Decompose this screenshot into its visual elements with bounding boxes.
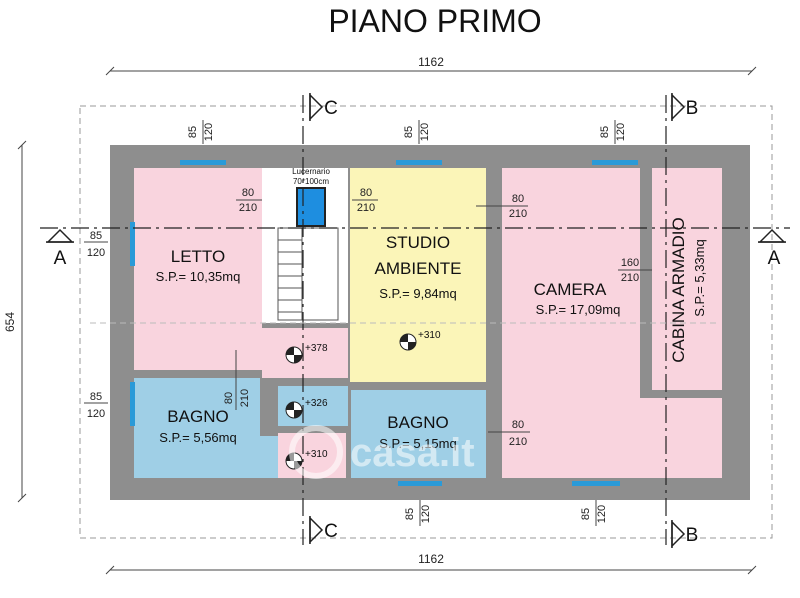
section-label-a-left: A — [54, 248, 67, 269]
level-stair-top-text: +378 — [305, 343, 328, 354]
svg-text:85: 85 — [404, 508, 416, 520]
svg-text:120: 120 — [596, 505, 608, 523]
windows-top — [180, 160, 638, 165]
door-bagno-1: 80 210 — [223, 350, 251, 410]
section-marker-a-right: A — [758, 228, 786, 269]
boundary-outline — [79, 105, 773, 539]
top-dimension-label: 1162 — [418, 55, 444, 69]
room-letto-name: LETTO — [171, 247, 225, 266]
opening-top-1: 85 120 — [187, 120, 215, 144]
plan-title: PIANO PRIMO — [328, 3, 541, 39]
svg-text:210: 210 — [239, 202, 257, 214]
room-studio-name-2: AMBIENTE — [375, 259, 462, 278]
opening-bottom-1: 85 120 — [404, 500, 432, 526]
room-bagno-2-area: S.P.= 5,15mq — [379, 436, 456, 451]
svg-text:80: 80 — [223, 392, 235, 404]
room-letto-area: S.P.= 10,35mq — [156, 269, 241, 284]
svg-text:80: 80 — [242, 187, 254, 199]
watermark: casa.it — [289, 425, 475, 479]
svg-text:80: 80 — [512, 419, 524, 431]
top-dimension-line: 1162 — [105, 55, 757, 76]
skylight-label-2: 70*100cm — [293, 177, 329, 186]
door-bagno-2: 80 210 — [488, 419, 530, 448]
svg-text:85: 85 — [90, 230, 102, 242]
watermark-text: casa.it — [350, 431, 475, 475]
opening-bottom-2: 85 120 — [580, 500, 608, 526]
svg-text:120: 120 — [420, 505, 432, 523]
svg-text:160: 160 — [621, 257, 639, 269]
opening-top-2: 85 120 — [403, 120, 431, 144]
room-camera-name: CAMERA — [534, 280, 607, 299]
room-cabina-name: CABINA ARMADIO — [669, 217, 688, 362]
left-dimension-line: 654 — [3, 140, 27, 503]
section-label-c-top: C — [324, 98, 338, 119]
opening-top-3: 85 120 — [599, 120, 627, 144]
room-bagno-2-name: BAGNO — [387, 413, 448, 432]
section-marker-a-left: A — [46, 228, 74, 269]
section-marker-b-bottom: B — [671, 520, 699, 548]
door-letto: 80 210 — [236, 187, 262, 214]
svg-text:85: 85 — [580, 508, 592, 520]
skylight — [296, 187, 326, 227]
room-cabina-area: S.P.= 5,33mq — [692, 239, 707, 316]
opening-left-1: 85 120 — [84, 230, 108, 259]
svg-text:210: 210 — [509, 436, 527, 448]
landing-area — [262, 328, 348, 378]
skylight-label-1: Lucernario — [292, 167, 330, 176]
svg-text:120: 120 — [87, 247, 105, 259]
door-cabina: 160 210 — [618, 257, 652, 284]
room-letto — [134, 168, 262, 370]
door-studio: 80 210 — [352, 187, 378, 214]
section-marker-c-bottom: C — [309, 516, 338, 544]
svg-text:120: 120 — [615, 123, 627, 141]
bagno-1-corridor — [260, 436, 278, 478]
section-label-a-right: A — [768, 248, 781, 269]
room-bagno-2 — [351, 390, 486, 478]
room-studio — [350, 168, 486, 382]
bottom-dimension-label: 1162 — [418, 552, 444, 566]
svg-text:85: 85 — [599, 126, 611, 138]
svg-text:210: 210 — [357, 202, 375, 214]
section-label-b-bottom: B — [686, 525, 699, 546]
svg-text:120: 120 — [419, 123, 431, 141]
left-dimension-label: 654 — [3, 312, 17, 332]
section-label-b-top: B — [686, 98, 699, 119]
section-label-c-bottom: C — [324, 521, 338, 542]
room-bagno-1-name: BAGNO — [167, 407, 228, 426]
svg-text:120: 120 — [87, 408, 105, 420]
room-bagno-1-area: S.P.= 5,56mq — [159, 430, 236, 445]
room-camera-area: S.P.= 17,09mq — [536, 302, 621, 317]
windows-left — [130, 222, 135, 426]
level-stair-mid-text: +326 — [305, 398, 328, 409]
level-studio-text: +310 — [418, 330, 441, 341]
section-marker-c-top: C — [309, 93, 338, 121]
level-marker-stair-top: +378 — [285, 343, 328, 364]
svg-text:210: 210 — [509, 208, 527, 220]
section-marker-b-top: B — [671, 93, 699, 121]
bottom-dimension-line: 1162 — [105, 552, 757, 575]
svg-text:120: 120 — [203, 123, 215, 141]
room-bagno-1 — [134, 378, 260, 478]
svg-text:80: 80 — [360, 187, 372, 199]
door-camera: 80 210 — [476, 193, 528, 220]
svg-text:210: 210 — [239, 389, 251, 407]
svg-text:210: 210 — [621, 272, 639, 284]
stair-treads — [277, 227, 339, 321]
svg-text:85: 85 — [403, 126, 415, 138]
level-marker-studio: +310 — [399, 330, 441, 351]
room-studio-area: S.P.= 9,84mq — [379, 286, 456, 301]
svg-text:85: 85 — [90, 391, 102, 403]
room-cabina-armadio — [652, 168, 722, 390]
svg-text:85: 85 — [187, 126, 199, 138]
level-stair-bottom-text: +310 — [305, 449, 328, 460]
room-studio-name-1: STUDIO — [386, 233, 450, 252]
windows-bottom — [398, 481, 620, 486]
level-marker-stair-mid: +326 — [285, 398, 328, 419]
svg-text:80: 80 — [512, 193, 524, 205]
opening-left-2: 85 120 — [84, 391, 108, 420]
